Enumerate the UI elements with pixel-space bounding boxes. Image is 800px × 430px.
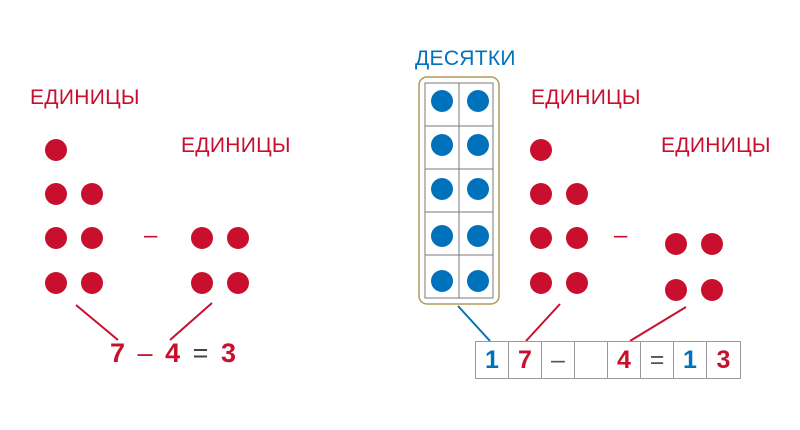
dot — [81, 272, 103, 294]
dot — [191, 227, 213, 249]
dot — [227, 272, 249, 294]
left-connector-line-a — [75, 304, 119, 341]
dot — [227, 227, 249, 249]
right-units-label-2: ЕДИНИЦЫ — [661, 134, 771, 157]
cell-units-digit: 7 — [509, 342, 542, 378]
cell-result-units: 3 — [716, 345, 731, 374]
left-seven-dots — [45, 139, 103, 294]
tens-frame — [418, 76, 500, 305]
dot — [566, 227, 588, 249]
left-connector-line-b — [169, 302, 213, 341]
dot — [81, 183, 103, 205]
dot — [431, 225, 453, 247]
right-seven-dots — [530, 139, 588, 294]
left-units-label-1: ЕДИНИЦЫ — [30, 86, 140, 109]
right-four-dots — [665, 233, 723, 301]
dot — [530, 139, 552, 161]
cell-empty — [575, 342, 608, 378]
cell-result-tens: 1 — [674, 342, 707, 378]
equation-equals: = — [192, 338, 209, 368]
dot — [467, 270, 489, 292]
dot — [566, 183, 588, 205]
left-units-label-2: ЕДИНИЦЫ — [181, 134, 291, 157]
dot — [431, 178, 453, 200]
dot — [467, 225, 489, 247]
dot — [467, 134, 489, 156]
equation-result: 3 — [220, 338, 236, 368]
left-minus-sign: – — [144, 222, 158, 249]
dot — [45, 183, 67, 205]
right-units-label-1: ЕДИНИЦЫ — [531, 86, 641, 109]
equation-minus: – — [137, 338, 153, 368]
cell-equals: = — [641, 342, 674, 378]
units-connector-line — [525, 303, 561, 342]
dot — [665, 279, 687, 301]
cell-subtrahend: 4 — [608, 342, 641, 378]
equation-subtrahend: 4 — [165, 338, 181, 368]
tens-dots — [431, 90, 489, 292]
right-equation-cells: 1 7 – 4 = 1 3 — [475, 341, 741, 379]
cell-tens-digit: 1 — [476, 342, 509, 378]
dot — [431, 134, 453, 156]
dot — [530, 272, 552, 294]
tens-connector-line — [457, 305, 491, 342]
cell-minus: – — [542, 342, 575, 378]
dot — [566, 272, 588, 294]
left-four-dots — [191, 227, 249, 294]
dot — [191, 272, 213, 294]
dot — [45, 139, 67, 161]
dot — [467, 90, 489, 112]
dot — [45, 272, 67, 294]
left-equation: 7 – 4 = 3 — [110, 338, 236, 369]
dot — [431, 270, 453, 292]
dot — [467, 178, 489, 200]
subtrahend-connector-line — [629, 306, 687, 342]
right-minus-sign: – — [614, 222, 628, 249]
tens-label: ДЕСЯТКИ — [415, 47, 516, 70]
equation-minuend: 7 — [110, 338, 126, 368]
dot — [45, 227, 67, 249]
dot — [665, 233, 687, 255]
dot — [81, 227, 103, 249]
dot — [530, 227, 552, 249]
dot — [701, 279, 723, 301]
dot — [431, 90, 453, 112]
dot — [530, 183, 552, 205]
dot — [701, 233, 723, 255]
